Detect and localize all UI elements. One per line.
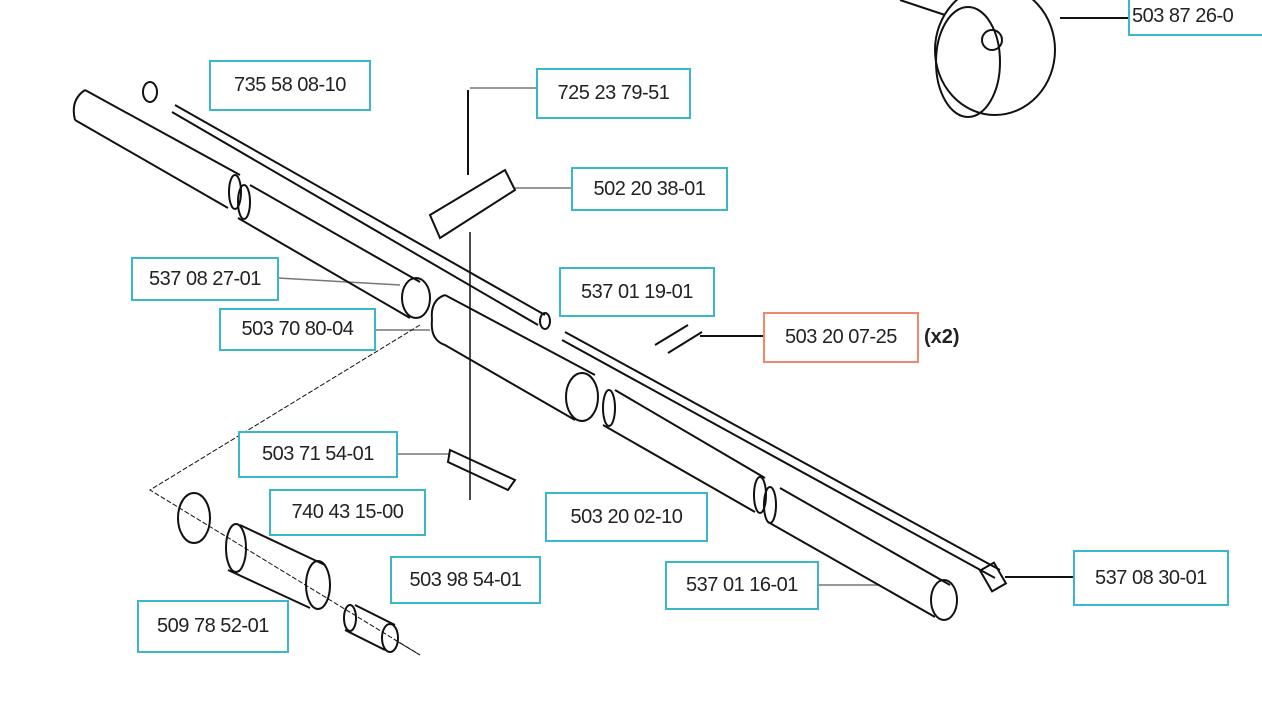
part-label-735-58-08-10[interactable]: 735 58 08-10 bbox=[209, 60, 371, 111]
part-label-503-20-02-10[interactable]: 503 20 02-10 bbox=[545, 492, 708, 542]
leader-lines bbox=[277, 87, 880, 586]
quantity-label: (x2) bbox=[924, 326, 960, 348]
part-label-537-01-16-01[interactable]: 537 01 16-01 bbox=[665, 561, 819, 610]
part-label-537-01-19-01[interactable]: 537 01 19-01 bbox=[559, 267, 715, 317]
part-label-537-08-30-01[interactable]: 537 08 30-01 bbox=[1073, 550, 1229, 606]
part-label-509-78-52-01[interactable]: 509 78 52-01 bbox=[137, 600, 289, 653]
part-label-503-87-26-0[interactable]: 503 87 26-0 bbox=[1128, 0, 1262, 36]
part-label-503-98-54-01[interactable]: 503 98 54-01 bbox=[390, 556, 541, 604]
part-label-502-20-38-01[interactable]: 502 20 38-01 bbox=[571, 167, 728, 211]
part-label-725-23-79-51[interactable]: 725 23 79-51 bbox=[536, 68, 691, 119]
part-label-503-71-54-01[interactable]: 503 71 54-01 bbox=[238, 431, 398, 478]
part-label-537-08-27-01[interactable]: 537 08 27-01 bbox=[131, 257, 279, 301]
part-label-740-43-15-00[interactable]: 740 43 15-00 bbox=[269, 489, 426, 536]
part-label-503-70-80-04[interactable]: 503 70 80-04 bbox=[219, 308, 376, 351]
part-label-503-20-07-25-selected[interactable]: 503 20 07-25 bbox=[763, 312, 919, 363]
